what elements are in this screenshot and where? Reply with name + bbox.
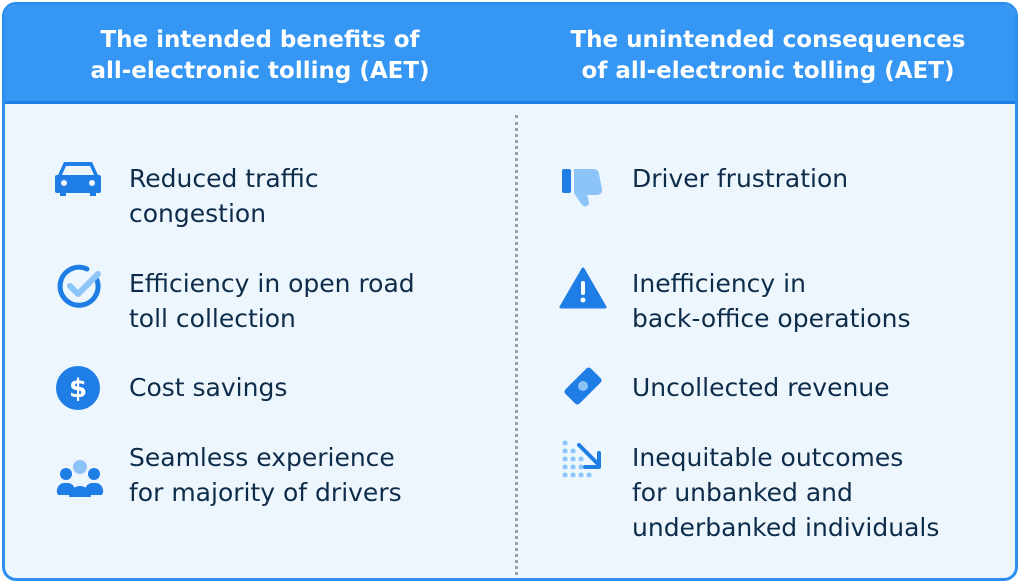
svg-text:$: $ xyxy=(69,374,87,404)
thumbs-down-icon xyxy=(559,161,607,209)
header-bar: The intended benefits of all-electronic … xyxy=(5,5,1015,104)
consequence-label-revenue: Uncollected revenue xyxy=(632,373,890,402)
benefits-heading: The intended benefits of all-electronic … xyxy=(90,27,430,84)
consequences-heading: The unintended consequences of all-elect… xyxy=(570,27,966,84)
benefit-label-cost: Cost savings xyxy=(129,373,288,402)
column-divider xyxy=(515,115,518,575)
benefit-label-traffic: Reduced traffic congestion xyxy=(129,164,319,228)
benefit-label-efficiency: Efficiency in open road toll collection xyxy=(129,269,415,333)
people-group-icon xyxy=(56,455,104,503)
trend-down-icon xyxy=(559,437,607,485)
consequence-label-frustration: Driver frustration xyxy=(632,164,849,193)
dollar-icon: $ xyxy=(54,364,102,412)
check-circle-icon xyxy=(56,263,104,311)
consequence-label-inequitable: Inequitable outcomes for unbanked and un… xyxy=(632,443,940,542)
benefit-label-seamless: Seamless experience for majority of driv… xyxy=(129,443,402,507)
warning-icon xyxy=(559,264,607,312)
consequence-label-inefficiency: Inefficiency in back-office operations xyxy=(632,269,911,333)
money-bill-icon xyxy=(559,362,607,410)
car-icon xyxy=(54,154,102,202)
comparison-card: The intended benefits of all-electronic … xyxy=(2,2,1018,581)
